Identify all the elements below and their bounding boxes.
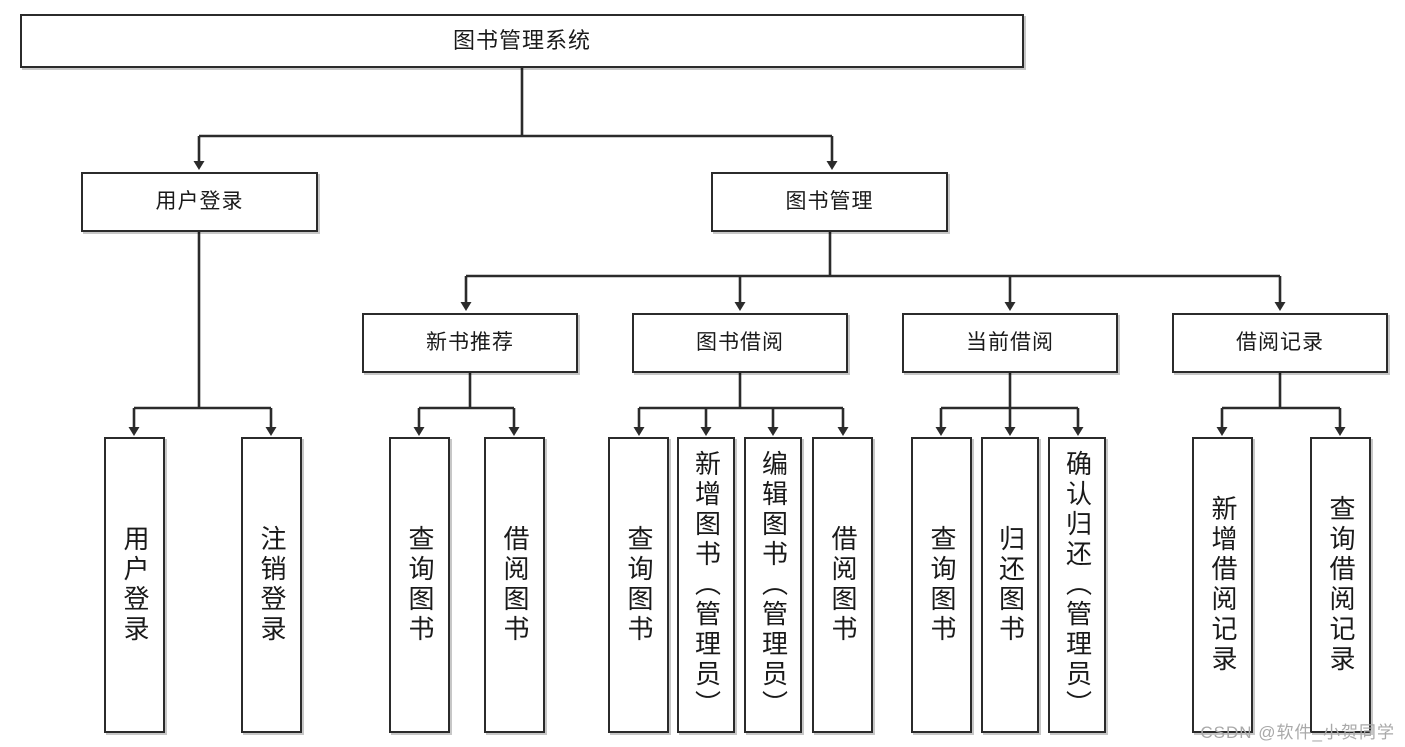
node-book-borrow[interactable]: 图书借阅: [632, 313, 848, 373]
node-label: 注销登录: [257, 525, 288, 645]
node-borrow-record[interactable]: 借阅记录: [1172, 313, 1388, 373]
node-label: 用户登录: [120, 525, 151, 645]
leaf-new-book-query[interactable]: 查询图书: [389, 437, 450, 733]
node-label: 查询图书: [405, 525, 436, 645]
node-label: 查询图书: [624, 525, 655, 645]
node-label: 图书管理系统: [452, 28, 591, 54]
leaf-book-borrow-borrow[interactable]: 借阅图书: [812, 437, 873, 733]
node-label: 用户登录: [155, 189, 244, 213]
node-label: 新书推荐: [426, 330, 514, 354]
node-label: 归还图书: [995, 525, 1026, 645]
leaf-book-borrow-query[interactable]: 查询图书: [608, 437, 669, 733]
node-current-borrow[interactable]: 当前借阅: [902, 313, 1118, 373]
node-label: 编辑图书（管理员）: [758, 450, 789, 720]
leaf-borrow-record-query[interactable]: 查询借阅记录: [1310, 437, 1371, 733]
node-label: 查询借阅记录: [1326, 495, 1357, 675]
node-label: 借阅图书: [828, 525, 859, 645]
node-label: 借阅记录: [1236, 330, 1324, 354]
leaf-new-book-borrow[interactable]: 借阅图书: [484, 437, 545, 733]
node-label: 当前借阅: [966, 330, 1054, 354]
leaf-borrow-record-add[interactable]: 新增借阅记录: [1192, 437, 1253, 733]
node-label: 查询图书: [927, 525, 958, 645]
leaf-user-login-login[interactable]: 用户登录: [104, 437, 165, 733]
node-label: 新增图书（管理员）: [691, 450, 722, 720]
node-root-system[interactable]: 图书管理系统: [20, 14, 1024, 68]
node-new-book-recommend[interactable]: 新书推荐: [362, 313, 578, 373]
leaf-current-borrow-query[interactable]: 查询图书: [911, 437, 972, 733]
node-book-management[interactable]: 图书管理: [711, 172, 948, 232]
leaf-book-borrow-edit[interactable]: 编辑图书（管理员）: [744, 437, 802, 733]
node-user-login[interactable]: 用户登录: [81, 172, 318, 232]
leaf-current-borrow-return[interactable]: 归还图书: [981, 437, 1039, 733]
leaf-current-borrow-confirm-return[interactable]: 确认归还（管理员）: [1048, 437, 1106, 733]
node-label: 借阅图书: [500, 525, 531, 645]
node-label: 确认归还（管理员）: [1062, 450, 1093, 720]
node-label: 图书借阅: [696, 330, 784, 354]
leaf-user-login-logout[interactable]: 注销登录: [241, 437, 302, 733]
node-label: 图书管理: [785, 189, 874, 213]
leaf-book-borrow-add[interactable]: 新增图书（管理员）: [677, 437, 735, 733]
node-label: 新增借阅记录: [1208, 495, 1239, 675]
